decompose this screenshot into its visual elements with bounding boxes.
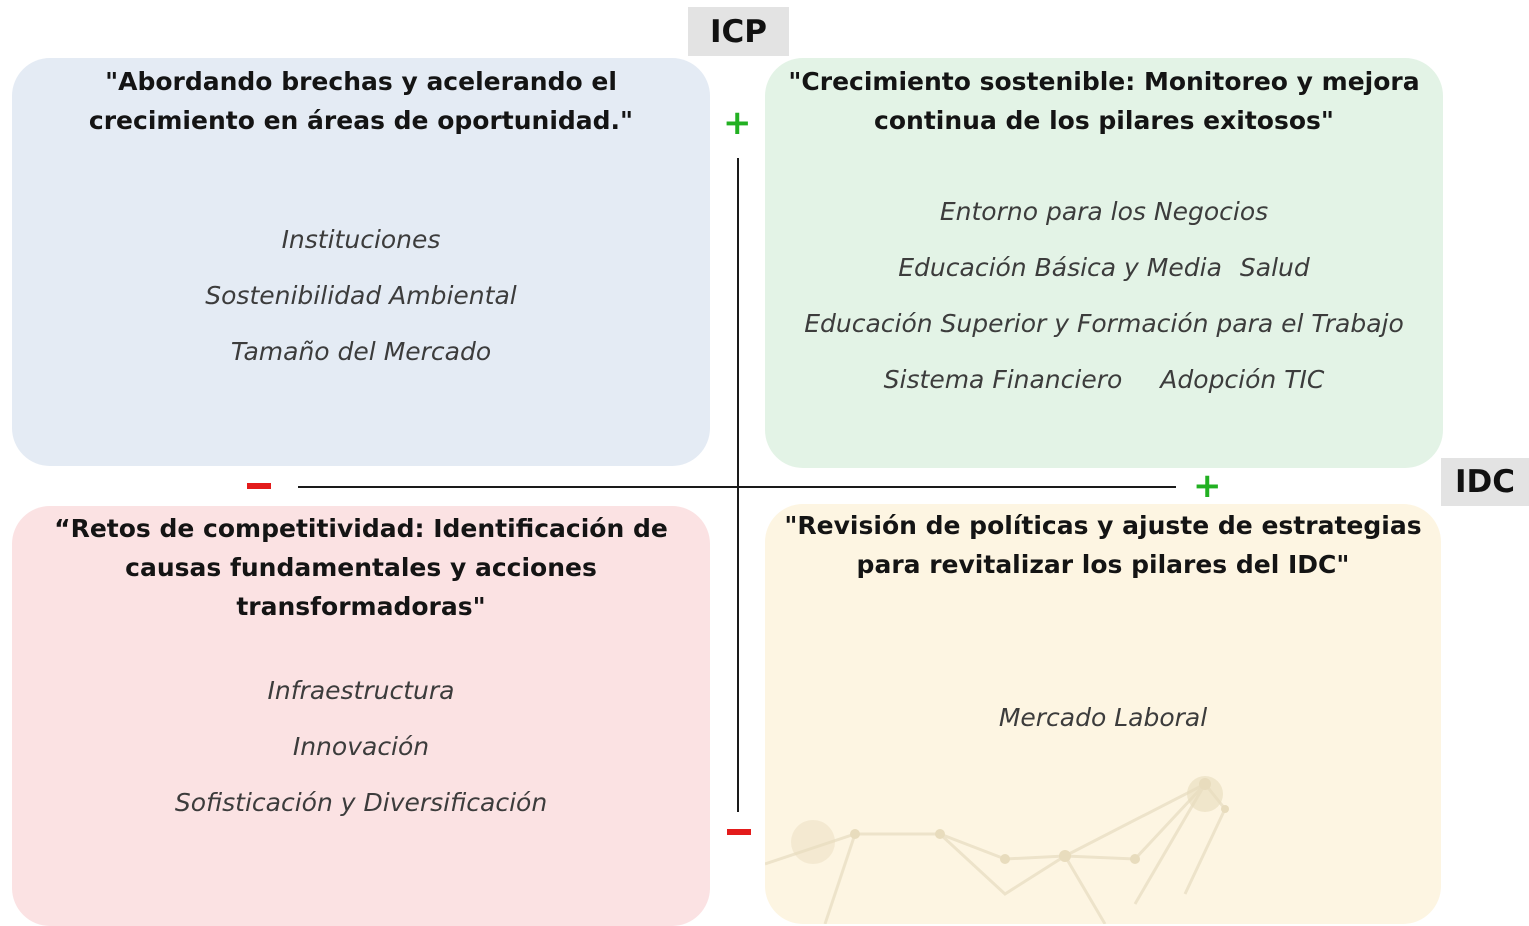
pillar-item: Educación Básica y Media Salud bbox=[765, 252, 1443, 284]
title-line: causas fundamentales y acciones bbox=[125, 553, 597, 582]
pillar-item-text: Educación Básica y Media bbox=[898, 253, 1222, 282]
quadrant-bottom-right-title: "Revisión de políticas y ajuste de estra… bbox=[765, 506, 1441, 584]
title-line: para revitalizar los pilares del IDC" bbox=[856, 550, 1350, 579]
title-line: "Revisión de políticas y ajuste de estra… bbox=[784, 511, 1422, 540]
pillar-item: Entorno para los Negocios bbox=[939, 197, 1269, 226]
icp-axis-label: ICP bbox=[688, 7, 789, 56]
idc-plus-sign: + bbox=[1193, 466, 1222, 506]
horizontal-axis-line bbox=[298, 486, 1176, 488]
pillar-item: Mercado Laboral bbox=[998, 703, 1208, 732]
title-line: transformadoras" bbox=[236, 592, 486, 621]
title-line: "Abordando brechas y acelerando el bbox=[105, 67, 617, 96]
quadrant-top-right-title: "Crecimiento sostenible: Monitoreo y mej… bbox=[765, 62, 1443, 140]
quadrant-top-right: "Crecimiento sostenible: Monitoreo y mej… bbox=[765, 58, 1443, 468]
pillar-item: Tamaño del Mercado bbox=[230, 337, 492, 366]
title-line: "Crecimiento sostenible: Monitoreo y mej… bbox=[788, 67, 1420, 96]
icp-minus-sign bbox=[727, 829, 751, 835]
vertical-axis-line bbox=[737, 158, 739, 812]
pillar-item: Sistema Financiero Adopción TIC bbox=[765, 364, 1443, 396]
pillar-item: Sofisticación y Diversificación bbox=[174, 788, 548, 817]
title-line: “Retos de competitividad: Identificación… bbox=[54, 514, 668, 543]
icp-plus-sign: + bbox=[723, 103, 752, 143]
network-bulb-decoration bbox=[765, 776, 1229, 924]
title-line: continua de los pilares exitosos" bbox=[874, 106, 1334, 135]
pillar-item: Educación Superior y Formación para el T… bbox=[804, 309, 1404, 338]
quadrant-top-left: "Abordando brechas y acelerando el creci… bbox=[12, 58, 710, 466]
idc-minus-sign bbox=[247, 483, 271, 489]
pillar-item-text: Sistema Financiero bbox=[883, 365, 1123, 394]
quadrant-bottom-right: "Revisión de políticas y ajuste de estra… bbox=[765, 504, 1441, 924]
pillar-item: Infraestructura bbox=[267, 676, 455, 705]
pillar-item: Innovación bbox=[292, 732, 430, 761]
pillar-item: Sostenibilidad Ambiental bbox=[205, 281, 517, 310]
pillar-item-text: Salud bbox=[1239, 253, 1310, 282]
pillar-item: Instituciones bbox=[281, 225, 441, 254]
quadrant-top-left-title: "Abordando brechas y acelerando el creci… bbox=[12, 62, 710, 140]
pillar-item-text: Adopción TIC bbox=[1160, 365, 1325, 394]
quadrant-bottom-left: “Retos de competitividad: Identificación… bbox=[12, 506, 710, 926]
quadrant-bottom-left-title: “Retos de competitividad: Identificación… bbox=[12, 509, 710, 626]
title-line: crecimiento en áreas de oportunidad." bbox=[88, 106, 634, 135]
idc-axis-label: IDC bbox=[1441, 458, 1529, 506]
